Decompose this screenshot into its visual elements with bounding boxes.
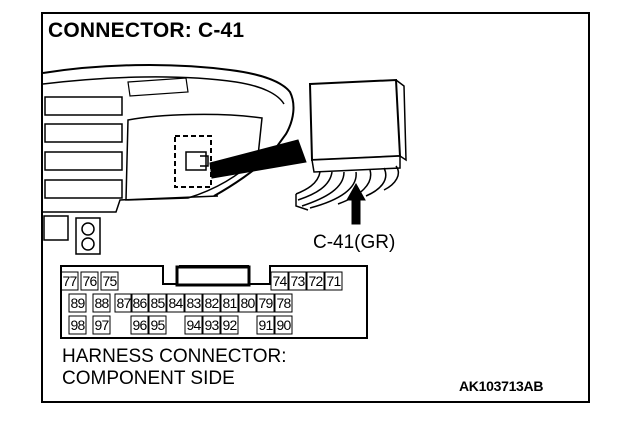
glove-box-panel xyxy=(125,113,263,201)
connector-in-dash xyxy=(185,151,207,171)
pin-71: 71 xyxy=(326,273,342,289)
pin-85: 85 xyxy=(150,295,166,311)
dashboard-inner-edge xyxy=(42,76,285,105)
pin-box-79 xyxy=(256,293,275,313)
console-slot-4 xyxy=(44,179,123,199)
pin-81: 81 xyxy=(222,295,238,311)
console-slot-2 xyxy=(44,123,123,143)
location-dashed-box xyxy=(174,135,212,188)
pin-76: 76 xyxy=(82,273,98,289)
pin-98: 98 xyxy=(70,317,86,333)
switch-knob-1 xyxy=(81,222,95,236)
up-arrow xyxy=(346,182,366,225)
pin-box-91 xyxy=(256,315,275,335)
pin-78: 78 xyxy=(276,295,292,311)
pin-box-86 xyxy=(130,293,149,313)
switch-panel xyxy=(43,215,69,241)
pin-73: 73 xyxy=(290,273,306,289)
pin-box-77 xyxy=(60,271,79,291)
pin-box-96 xyxy=(130,315,149,335)
pin-box-89 xyxy=(68,293,87,313)
pin-92: 92 xyxy=(222,317,238,333)
pin-87: 87 xyxy=(116,295,132,311)
pin-box-88 xyxy=(92,293,111,313)
switch-housing xyxy=(75,217,101,255)
pin-box-81 xyxy=(220,293,239,313)
pin-box-76 xyxy=(80,271,99,291)
pin-74: 74 xyxy=(272,273,288,289)
pin-89: 89 xyxy=(70,295,86,311)
switch-knob-2 xyxy=(81,237,95,251)
pin-box-93 xyxy=(202,315,221,335)
pin-box-72 xyxy=(306,271,325,291)
console-slot-3 xyxy=(44,151,123,171)
wire-harness xyxy=(295,165,400,209)
pin-90: 90 xyxy=(276,317,292,333)
pin-79: 79 xyxy=(258,295,274,311)
pin-box-83 xyxy=(184,293,203,313)
pin-88: 88 xyxy=(94,295,110,311)
pin-84: 84 xyxy=(168,295,184,311)
pin-box-85 xyxy=(148,293,167,313)
pin-box-90 xyxy=(274,315,293,335)
pin-80: 80 xyxy=(240,295,256,311)
pin-83: 83 xyxy=(186,295,202,311)
pin-97: 97 xyxy=(94,317,110,333)
pin-box-75 xyxy=(100,271,119,291)
pin-82: 82 xyxy=(204,295,220,311)
dashboard-outline xyxy=(42,63,295,197)
pin-box-97 xyxy=(92,315,111,335)
pin-77: 77 xyxy=(62,273,78,289)
leader-wedge xyxy=(209,139,307,179)
pin-box-94 xyxy=(184,315,203,335)
pin-box-78 xyxy=(274,293,293,313)
pin-96: 96 xyxy=(132,317,148,333)
pin-box-98 xyxy=(68,315,87,335)
pin-75: 75 xyxy=(102,273,118,289)
pin-72: 72 xyxy=(308,273,324,289)
pin-86: 86 xyxy=(132,295,148,311)
diagram-title: CONNECTOR: C-41 xyxy=(48,19,245,42)
pin-94: 94 xyxy=(186,317,202,333)
connector-callout-label: C-41(GR) xyxy=(313,232,396,253)
vent-opening xyxy=(127,77,189,97)
pin-box-73 xyxy=(288,271,307,291)
pin-91: 91 xyxy=(258,317,274,333)
pin-box-92 xyxy=(220,315,239,335)
figure-code: AK103713AB xyxy=(459,378,544,394)
pin-box-74 xyxy=(270,271,289,291)
harness-caption: HARNESS CONNECTOR: COMPONENT SIDE xyxy=(62,346,287,390)
harness-caption-line2: COMPONENT SIDE xyxy=(62,368,235,389)
control-unit xyxy=(308,78,402,162)
pin-95: 95 xyxy=(150,317,166,333)
pin-box-84 xyxy=(166,293,185,313)
pin-box-87 xyxy=(114,293,133,313)
diagram-frame xyxy=(41,12,590,403)
pin-93: 93 xyxy=(204,317,220,333)
pin-box-80 xyxy=(238,293,257,313)
pin-box-95 xyxy=(148,315,167,335)
pin-box-82 xyxy=(202,293,221,313)
pin-box-71 xyxy=(324,271,343,291)
console-slot-1 xyxy=(44,96,123,116)
harness-caption-line1: HARNESS CONNECTOR: xyxy=(62,346,287,367)
